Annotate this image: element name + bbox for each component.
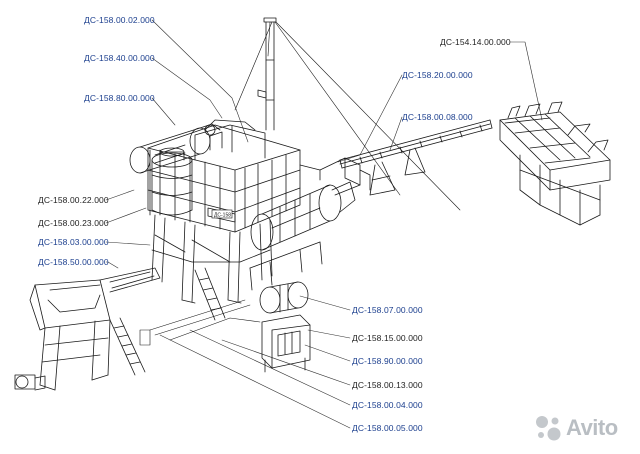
callout-label: ДС-158.00.23.000 <box>38 218 109 228</box>
callout-label: ДС-158.00.02.000 <box>84 15 155 25</box>
watermark-text: Avito <box>566 415 618 440</box>
callout-label: ДС-158.00.08.000 <box>402 112 473 122</box>
piping <box>139 299 261 346</box>
callout-label: ДС-158.80.00.000 <box>84 93 155 103</box>
loading-hopper <box>29 267 161 391</box>
callout-label: ДС-158.00.13.000 <box>352 380 423 390</box>
exhaust-stack <box>257 17 277 131</box>
callout-label: ДС-158.15.00.000 <box>352 333 423 343</box>
callout-label: ДС-158.00.04.000 <box>352 400 423 410</box>
callout-label: ДС-154.14.00.000 <box>440 37 511 47</box>
filter-drum <box>129 123 221 174</box>
watermark: Avito <box>533 413 618 443</box>
storage-silo <box>151 147 193 216</box>
callout-label: ДС-158.50.00.000 <box>38 257 109 267</box>
pump-motor <box>14 374 46 391</box>
callout-label: ДС-158.00.05.000 <box>352 423 423 433</box>
plant-nameplate <box>211 209 233 219</box>
tower-legs <box>151 214 273 304</box>
leader-lines <box>105 19 543 429</box>
dryer-drum <box>250 181 356 251</box>
callout-label: ДС-158.07.00.000 <box>352 305 423 315</box>
feeder-bins <box>499 101 611 226</box>
callout-label: ДС-158.03.00.000 <box>38 237 109 247</box>
control-cabin <box>261 314 311 373</box>
plant-nameplate-text: ДС-158 <box>214 213 231 219</box>
burner-assembly <box>249 157 371 291</box>
callout-label: ДС-158.00.22.000 <box>38 195 109 205</box>
callout-label: ДС-158.40.00.000 <box>84 53 155 63</box>
callout-label: ДС-158.20.00.000 <box>402 70 473 80</box>
mixing-tower <box>147 119 301 233</box>
bitumen-tank <box>259 281 309 314</box>
callout-label: ДС-158.90.00.000 <box>352 356 423 366</box>
avito-logo-icon <box>536 416 561 441</box>
inclined-conveyor <box>339 119 493 196</box>
stairs <box>109 267 226 376</box>
